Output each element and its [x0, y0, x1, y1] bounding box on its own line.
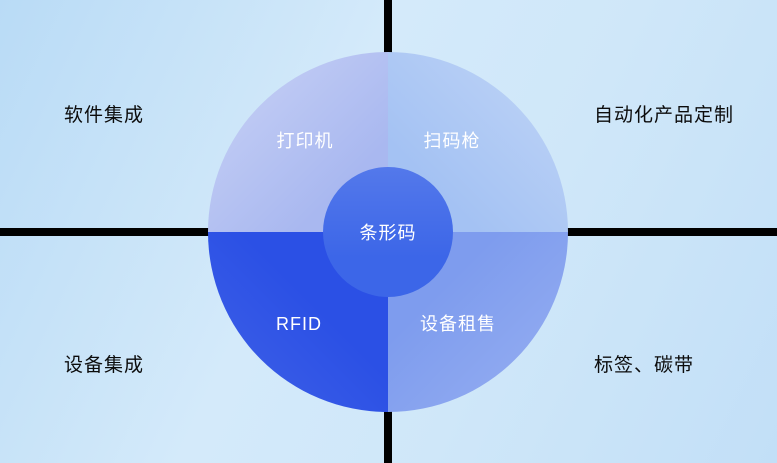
segment-printer [208, 52, 388, 232]
segment-label-rfid: RFID [276, 314, 322, 334]
corner-label-labels-ribbons: 标签、碳带 [594, 355, 695, 376]
segment-label-scanner: 扫码枪 [423, 131, 481, 151]
corner-label-device-integration: 设备集成 [64, 355, 145, 376]
segment-label-equipment-rental: 设备租售 [420, 314, 496, 334]
corner-label-software-integration: 软件集成 [64, 105, 145, 126]
center-circle: 条形码 [323, 167, 453, 297]
segment-label-printer: 打印机 [276, 131, 334, 151]
center-label: 条形码 [359, 223, 417, 243]
corner-label-automation-customization: 自动化产品定制 [594, 105, 735, 126]
